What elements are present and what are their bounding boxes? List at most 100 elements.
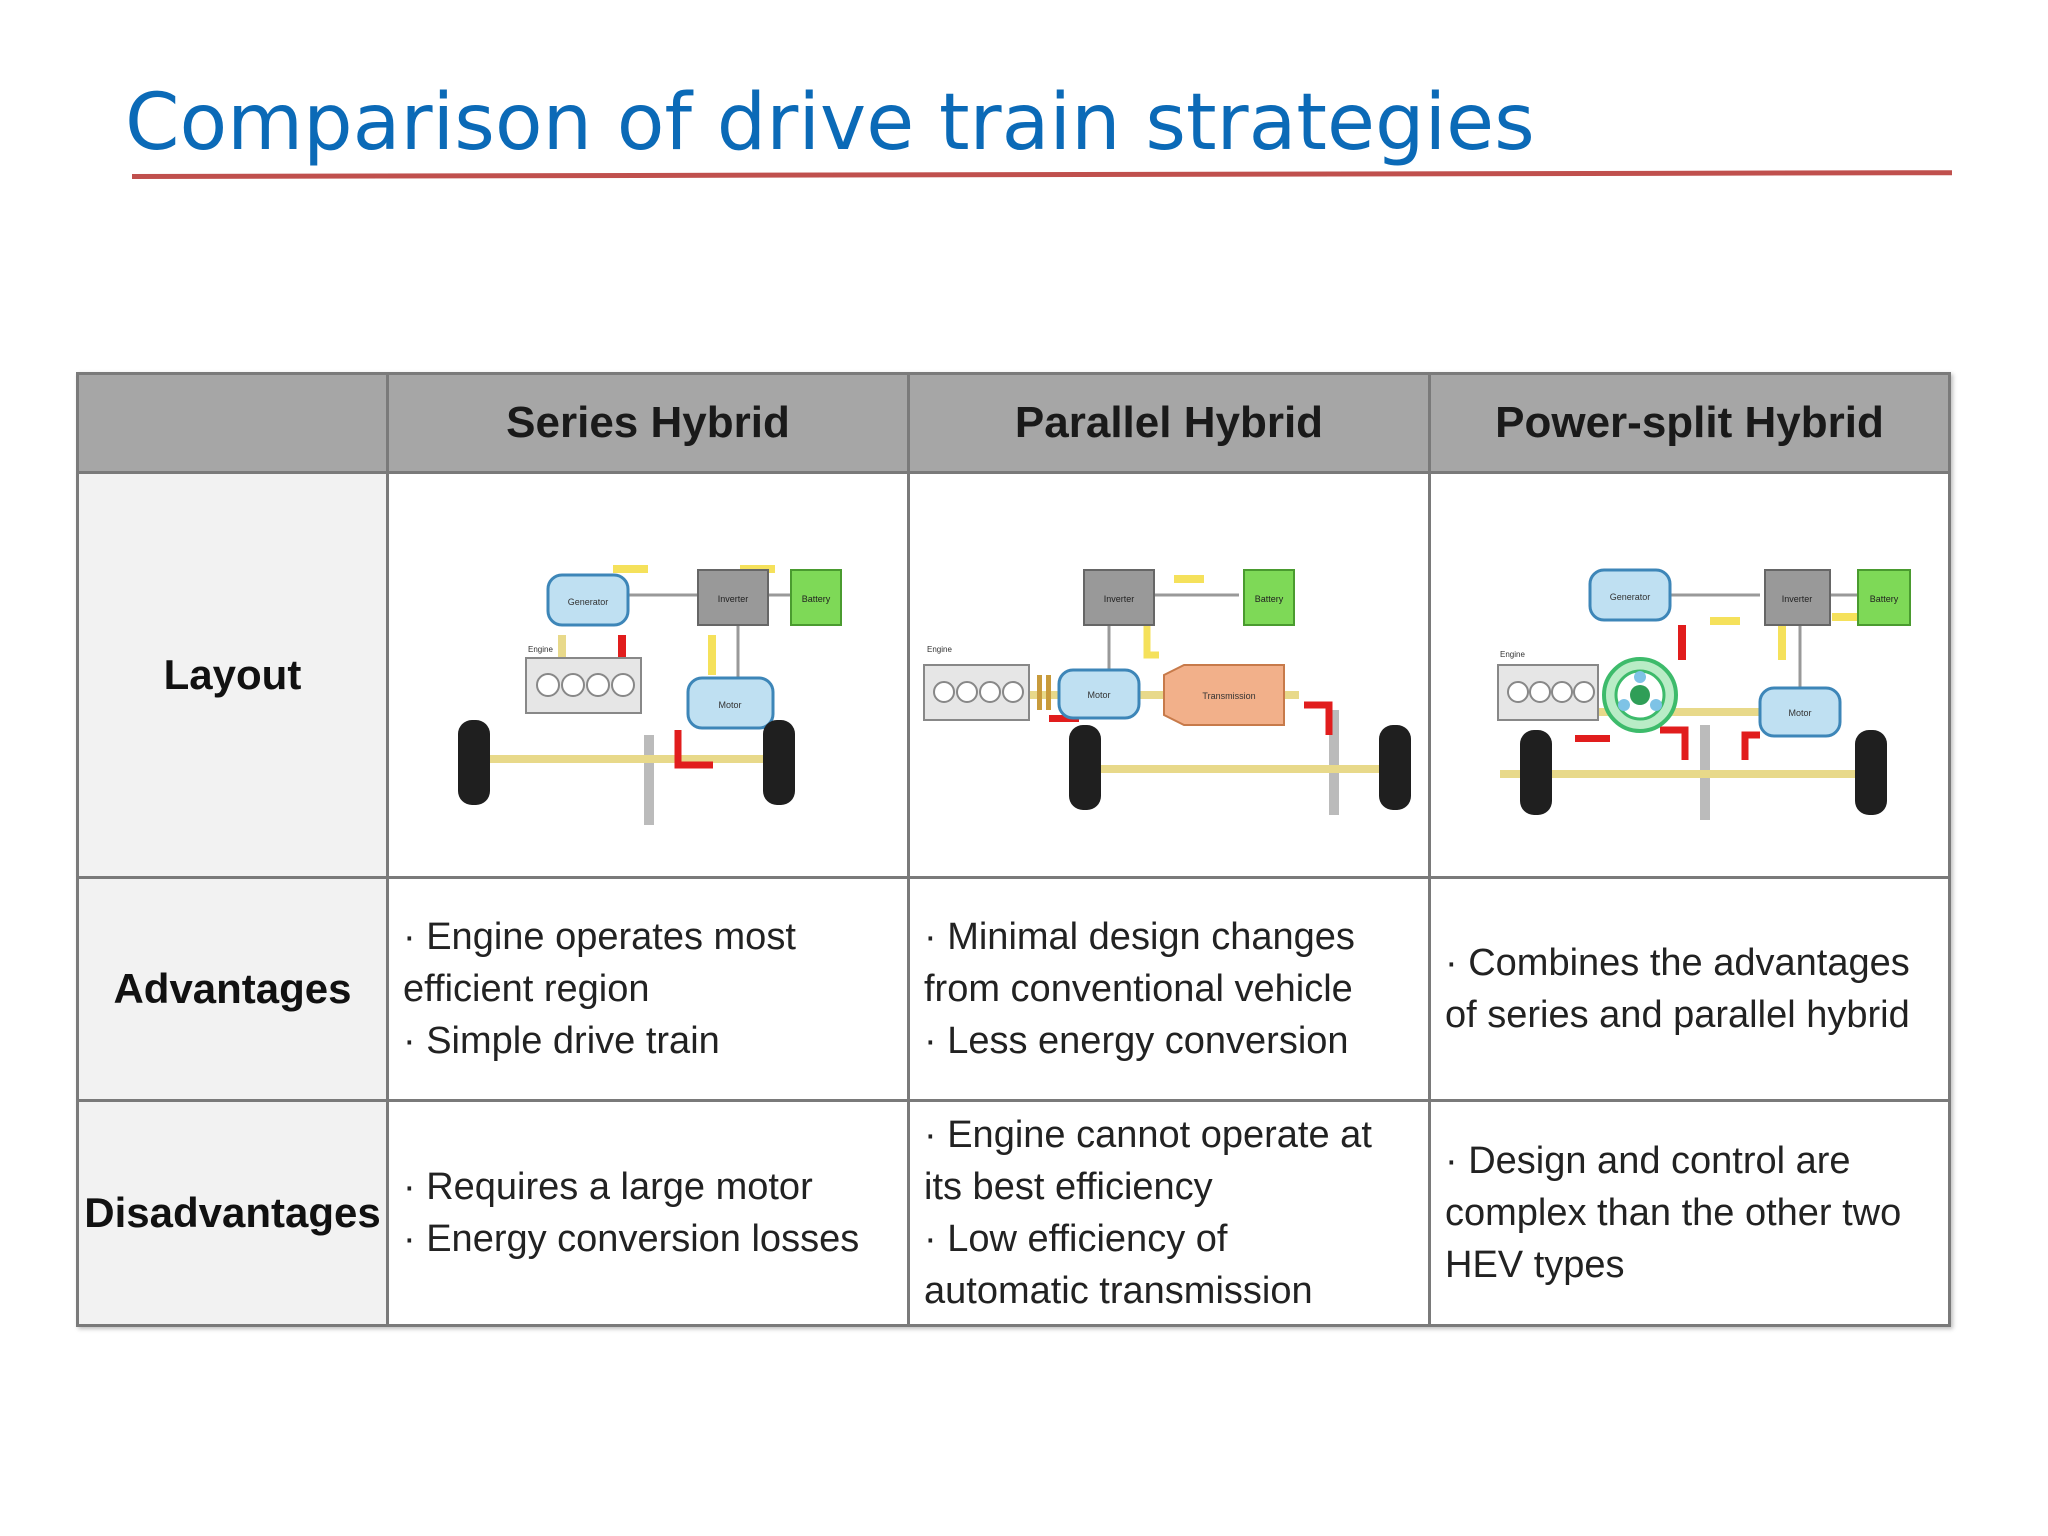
engine-cylinder bbox=[933, 681, 955, 703]
wheel-icon bbox=[1379, 725, 1411, 810]
generator-block bbox=[1588, 568, 1671, 622]
motor-block bbox=[686, 676, 775, 730]
inverter-block bbox=[1083, 569, 1155, 626]
engine-cylinder bbox=[586, 673, 610, 697]
advantages-row: Advantages · Engine operates most effici… bbox=[76, 876, 1951, 1102]
axle-divider bbox=[644, 735, 654, 825]
text-line: · Energy conversion losses bbox=[403, 1218, 860, 1260]
clutch-icon bbox=[1037, 675, 1042, 710]
motor-block bbox=[1758, 686, 1841, 738]
text-line: from conventional vehicle bbox=[924, 968, 1353, 1010]
comparison-table: Series Hybrid Parallel Hybrid Power-spli… bbox=[76, 372, 1951, 1327]
text-line: · Simple drive train bbox=[403, 1020, 720, 1062]
flow-arrow bbox=[1777, 625, 1786, 660]
header-row: Series Hybrid Parallel Hybrid Power-spli… bbox=[76, 372, 1951, 474]
text-line: complex than the other two bbox=[1445, 1192, 1902, 1234]
slide-title: Comparison of drive train strategies bbox=[125, 78, 1535, 168]
disadvantages-row: Disadvantages · Requires a large motor ·… bbox=[76, 1099, 1951, 1327]
text-line: · Combines the advantages bbox=[1445, 942, 1910, 984]
flow-arrow bbox=[1304, 701, 1333, 735]
text-line: · Low efficiency of bbox=[924, 1218, 1228, 1260]
engine-label: Engine bbox=[927, 645, 952, 654]
generator-label: Generator bbox=[568, 597, 609, 607]
battery-block bbox=[1243, 569, 1295, 626]
battery-block bbox=[1856, 569, 1911, 626]
battery-label: Battery bbox=[1255, 594, 1284, 604]
series-layout-cell: Generator Inverter Battery Engine Motor bbox=[386, 471, 910, 879]
generator-block bbox=[546, 573, 630, 627]
engine-cylinder bbox=[979, 681, 1001, 703]
text-line: efficient region bbox=[403, 968, 650, 1010]
parallel-hybrid-diagram: Inverter Battery Engine Motor Transmissi… bbox=[923, 569, 1411, 815]
motor-label: Motor bbox=[1087, 690, 1110, 700]
title-underline bbox=[131, 170, 1953, 179]
text-line: · Engine operates most bbox=[403, 916, 796, 958]
flow-arrow bbox=[1049, 715, 1079, 722]
engine-label: Engine bbox=[528, 645, 553, 654]
engine-cylinder bbox=[561, 673, 585, 697]
flow-arrow bbox=[1174, 575, 1204, 583]
header-corner bbox=[76, 372, 389, 474]
power-split-disadvantages-cell: · Design and control are complex than th… bbox=[1428, 1099, 1951, 1327]
flow-arrow bbox=[674, 730, 713, 769]
flow-arrow bbox=[1659, 726, 1688, 760]
flow-arrow bbox=[1831, 613, 1857, 621]
motor-label: Motor bbox=[1788, 708, 1811, 718]
layout-row: Layout Generator Inverter Batter bbox=[76, 471, 1951, 879]
flow-arrow bbox=[1574, 735, 1610, 742]
drive-shaft bbox=[1069, 765, 1389, 773]
planet-gear bbox=[1633, 671, 1646, 683]
drive-shaft bbox=[1499, 770, 1860, 778]
text-line: its best efficiency bbox=[924, 1166, 1213, 1208]
text-line: automatic transmission bbox=[924, 1270, 1313, 1312]
engine-cylinder bbox=[1506, 681, 1529, 703]
wheel-icon bbox=[1519, 730, 1552, 815]
clutch-icon bbox=[1046, 675, 1051, 710]
motor-label: Motor bbox=[718, 700, 741, 710]
flow-arrow bbox=[1709, 617, 1740, 625]
parallel-advantages-cell: · Minimal design changes from convention… bbox=[907, 876, 1431, 1102]
transmission-block bbox=[1163, 664, 1285, 726]
battery-label: Battery bbox=[1869, 594, 1898, 604]
series-disadvantages-cell: · Requires a large motor · Energy conver… bbox=[386, 1099, 910, 1327]
engine-cylinder bbox=[1572, 681, 1595, 703]
row-label-advantages: Advantages bbox=[76, 876, 389, 1102]
drive-shaft bbox=[478, 755, 768, 763]
text-line: HEV types bbox=[1445, 1244, 1625, 1286]
engine-cylinder bbox=[956, 681, 978, 703]
power-split-layout-cell: Generator Inverter Battery Engine Motor bbox=[1428, 471, 1951, 879]
engine-cylinder bbox=[536, 673, 560, 697]
inverter-label: Inverter bbox=[1104, 594, 1135, 604]
engine-cylinder bbox=[611, 673, 635, 697]
engine-cylinder bbox=[1002, 681, 1024, 703]
header-power-split-hybrid: Power-split Hybrid bbox=[1428, 372, 1951, 474]
text-line: · Less energy conversion bbox=[924, 1020, 1349, 1062]
axle-divider bbox=[1329, 710, 1339, 815]
transmission-label: Transmission bbox=[1202, 691, 1255, 701]
header-parallel-hybrid: Parallel Hybrid bbox=[907, 372, 1431, 474]
parallel-layout-cell: Inverter Battery Engine Motor Transmissi… bbox=[907, 471, 1431, 879]
engine-label: Engine bbox=[1500, 650, 1525, 659]
flow-arrow bbox=[1677, 625, 1686, 660]
inverter-block bbox=[697, 569, 769, 626]
engine-cylinder bbox=[1550, 681, 1573, 703]
parallel-disadvantages-cell: · Engine cannot operate at its best effi… bbox=[907, 1099, 1431, 1327]
power-split-advantages-cell: · Combines the advantages of series and … bbox=[1428, 876, 1951, 1102]
power-split-hybrid-diagram: Generator Inverter Battery Engine Motor bbox=[1496, 568, 1911, 820]
planet-gear bbox=[1649, 699, 1662, 711]
header-series-hybrid: Series Hybrid bbox=[386, 372, 910, 474]
series-hybrid-diagram: Generator Inverter Battery Engine Motor bbox=[458, 565, 842, 825]
text-line: · Minimal design changes bbox=[924, 916, 1355, 958]
text-line: · Requires a large motor bbox=[403, 1166, 813, 1208]
sun-gear bbox=[1629, 685, 1650, 705]
battery-block bbox=[790, 569, 842, 626]
inverter-label: Inverter bbox=[718, 594, 749, 604]
flow-arrow bbox=[1741, 731, 1760, 760]
inverter-label: Inverter bbox=[1781, 594, 1812, 604]
text-line: · Design and control are bbox=[1445, 1140, 1851, 1182]
wheel-icon bbox=[1854, 730, 1887, 815]
wheel-icon bbox=[1069, 725, 1101, 810]
wheel-icon bbox=[763, 720, 795, 805]
inverter-block bbox=[1763, 569, 1831, 626]
row-label-layout: Layout bbox=[76, 471, 389, 879]
